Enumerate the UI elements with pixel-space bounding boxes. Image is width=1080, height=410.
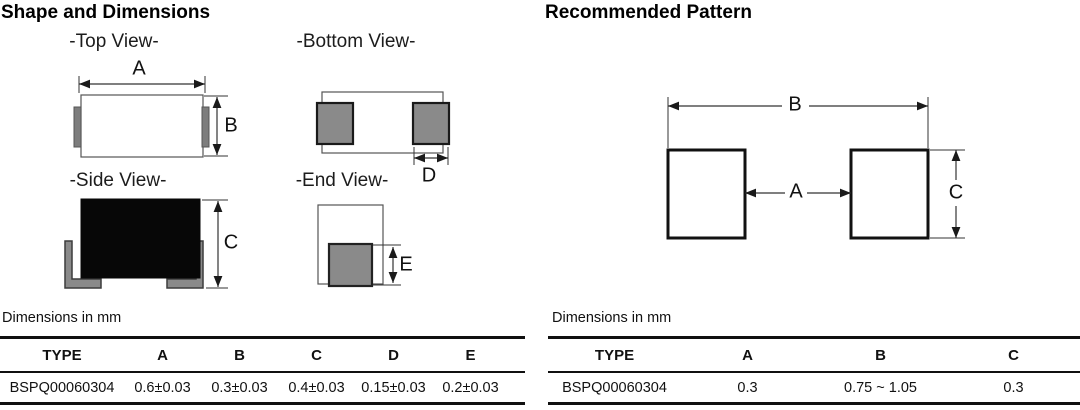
shape-dimensions-table: TYPE A B C D E BSPQ00060304 0.6±0.03 0.3… [0,336,525,405]
side-view-left-terminal [64,240,102,289]
table-row: BSPQ00060304 0.3 0.75 ~ 1.05 0.3 [548,373,1080,402]
dim-letter-b-pattern: B [788,93,802,116]
column-header: B [234,346,245,364]
pattern-diagram [666,97,965,240]
column-header: A [742,346,753,364]
column-header: C [1008,346,1019,364]
column-header: D [388,346,399,364]
pattern-section-title: Recommended Pattern [545,2,752,23]
dim-letter-e-end-view: E [399,253,413,276]
column-header: C [311,346,322,364]
cell-e: 0.2±0.03 [442,379,499,396]
shape-section-title: Shape and Dimensions [1,2,211,23]
cell-a: 0.6±0.03 [134,379,191,396]
side-view-diagram [64,198,228,289]
column-header: TYPE [594,346,635,364]
top-view-body [80,94,204,158]
cell-c: 0.4±0.03 [288,379,345,396]
top-view-label: -Top View- [69,31,159,52]
top-view-left-terminal [73,106,82,148]
bottom-view-left-pad [315,101,355,146]
end-view-pad [327,242,374,288]
dim-letter-b-top-view: B [224,114,238,137]
dim-letter-a-top-view: A [132,57,146,80]
cell-type: BSPQ00060304 [562,379,667,396]
pattern-left-pad [666,148,747,240]
table-header-row: TYPE A B C [548,339,1080,373]
end-view-diagram [317,204,401,288]
column-header: E [465,346,476,364]
cell-type: BSPQ00060304 [9,379,115,396]
dim-letter-a-pattern: A [789,180,803,203]
cell-d: 0.15±0.03 [361,379,426,396]
cell-c: 0.3 [1003,379,1024,396]
table-header-row: TYPE A B C D E [0,339,525,373]
top-view-right-terminal [201,106,210,148]
dim-letter-c-pattern: C [948,181,964,204]
column-header: A [157,346,168,364]
bottom-view-right-pad [411,101,451,146]
dim-letter-d-bottom-view: D [421,164,437,187]
cell-b: 0.3±0.03 [211,379,268,396]
pattern-dimensions-table: TYPE A B C BSPQ00060304 0.3 0.75 ~ 1.05 … [548,336,1080,405]
column-header: B [875,346,886,364]
side-view-body [80,198,201,279]
dim-letter-c-side-view: C [223,231,239,254]
cell-a: 0.3 [737,379,758,396]
bottom-view-diagram [315,91,451,165]
table-row: BSPQ00060304 0.6±0.03 0.3±0.03 0.4±0.03 … [0,373,525,402]
column-header: TYPE [42,346,82,364]
cell-b: 0.75 ~ 1.05 [844,379,917,396]
units-note-right: Dimensions in mm [552,310,672,326]
top-view-diagram [73,76,228,158]
side-view-label: -Side View- [69,170,167,191]
end-view-label: -End View- [295,170,389,191]
pattern-right-pad [849,148,930,240]
units-note-left: Dimensions in mm [2,310,122,326]
bottom-view-label: -Bottom View- [296,31,416,52]
